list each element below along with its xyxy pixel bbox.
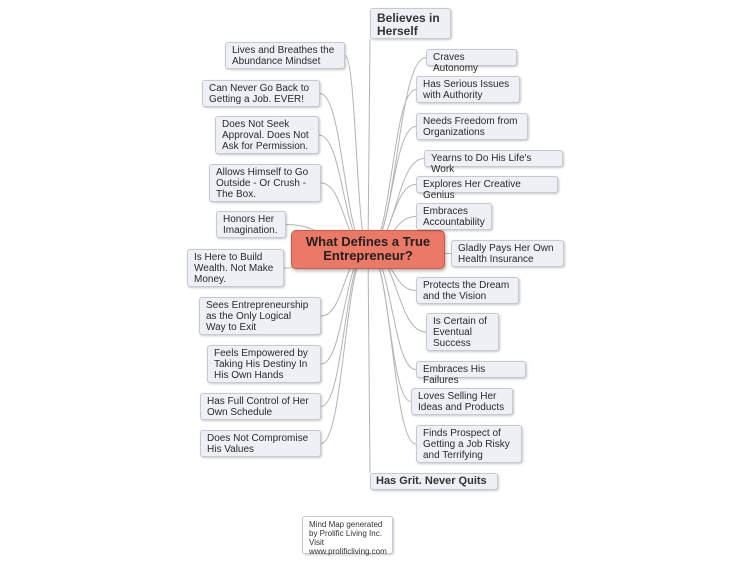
node-does-not-compromise[interactable]: Does Not Compromise His Values xyxy=(200,430,321,457)
node-build-wealth[interactable]: Is Here to Build Wealth. Not Make Money. xyxy=(187,249,284,287)
node-full-control-schedule[interactable]: Has Full Control of Her Own Schedule xyxy=(200,393,321,420)
node-embraces-accountability[interactable]: Embraces Accountability xyxy=(416,203,492,230)
link-right-12 xyxy=(367,249,417,445)
link-right-13 xyxy=(367,249,371,474)
node-health-insurance[interactable]: Gladly Pays Her Own Health Insurance xyxy=(451,240,564,267)
node-certain-of-success[interactable]: Is Certain of Eventual Success xyxy=(426,313,499,351)
node-never-go-back-to-job[interactable]: Can Never Go Back to Getting a Job. EVER… xyxy=(202,80,320,107)
link-left-8 xyxy=(320,249,369,407)
node-does-not-seek-approval[interactable]: Does Not Seek Approval. Does Not Ask for… xyxy=(215,116,319,154)
node-craves-autonomy[interactable]: Craves Autonomy xyxy=(426,49,517,74)
link-right-0 xyxy=(367,38,371,251)
node-feels-empowered[interactable]: Feels Empowered by Taking His Destiny In… xyxy=(207,345,321,383)
link-left-1 xyxy=(319,93,369,251)
link-left-0 xyxy=(344,55,369,251)
central-topic[interactable]: What Defines a True Entrepreneur? xyxy=(291,230,445,269)
link-left-9 xyxy=(320,249,369,444)
node-honors-imagination[interactable]: Honors Her Imagination. xyxy=(216,211,286,238)
node-outside-the-box[interactable]: Allows Himself to Go Outside - Or Crush … xyxy=(209,164,321,202)
node-issues-with-authority[interactable]: Has Serious Issues with Authority xyxy=(416,76,520,103)
node-believes-in-herself[interactable]: Believes in Herself xyxy=(370,8,451,39)
node-embraces-failures[interactable]: Embraces His Failures xyxy=(416,361,526,386)
footer-credit: Mind Map generated by Prolific Living In… xyxy=(302,516,393,556)
node-abundance-mindset[interactable]: Lives and Breathes the Abundance Mindset xyxy=(225,42,345,69)
node-job-risky-terrifying[interactable]: Finds Prospect of Getting a Job Risky an… xyxy=(416,425,522,463)
node-has-grit[interactable]: Has Grit. Never Quits xyxy=(370,473,498,490)
node-creative-genius[interactable]: Explores Her Creative Genius xyxy=(416,176,558,201)
node-life-work[interactable]: Yearns to Do His Life's Work xyxy=(424,150,563,175)
node-loves-selling[interactable]: Loves Selling Her Ideas and Products xyxy=(411,388,513,415)
node-protects-the-dream[interactable]: Protects the Dream and the Vision xyxy=(416,277,519,304)
node-entrepreneurship-exit[interactable]: Sees Entrepreneurship as the Only Logica… xyxy=(199,297,321,335)
node-freedom-from-organizations[interactable]: Needs Freedom from Organizations xyxy=(416,113,528,140)
